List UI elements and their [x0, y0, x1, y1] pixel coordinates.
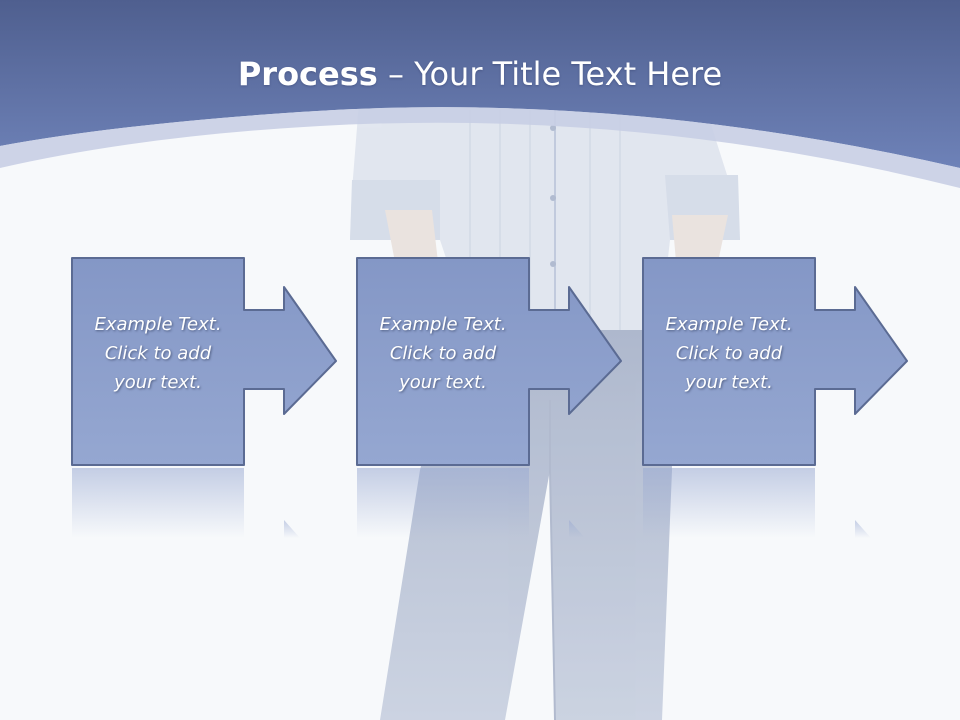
process-step-1-text[interactable]: Example Text. Click to add your text.: [72, 310, 244, 397]
title-bold: Process: [237, 55, 378, 93]
step-text-line: your text.: [114, 372, 202, 393]
step-text-line: your text.: [685, 372, 773, 393]
process-step-3-shape: [642, 257, 908, 466]
step-text-line: Click to add: [675, 343, 783, 364]
process-reflections: [72, 468, 871, 538]
step-text-line: your text.: [399, 372, 487, 393]
slide-title[interactable]: Process – Your Title Text Here: [0, 52, 960, 96]
process-step-3-text[interactable]: Example Text. Click to add your text.: [643, 310, 815, 397]
header-swoosh: [0, 107, 960, 188]
process-step-2-shape: [356, 257, 622, 466]
process-step-1-shape: [71, 257, 337, 466]
header-band: [0, 0, 960, 168]
title-rest: Your Title Text Here: [414, 55, 723, 93]
step-text-line: Example Text.: [379, 314, 507, 335]
step-text-line: Click to add: [104, 343, 212, 364]
step-text-line: Example Text.: [94, 314, 222, 335]
process-step-2-text[interactable]: Example Text. Click to add your text.: [357, 310, 529, 397]
step-text-line: Example Text.: [665, 314, 793, 335]
title-dash: –: [377, 55, 415, 93]
step-text-line: Click to add: [389, 343, 497, 364]
